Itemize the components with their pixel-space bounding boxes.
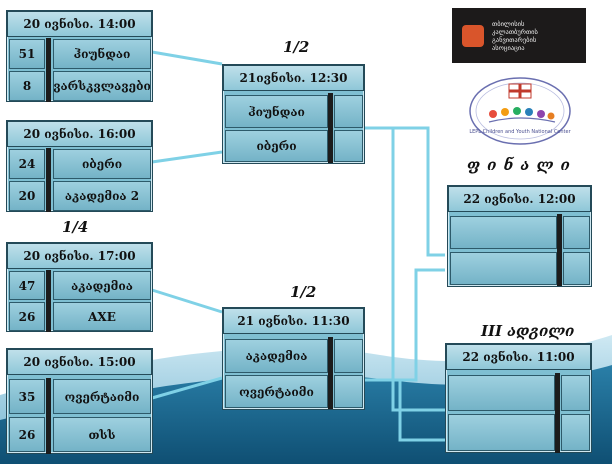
team-score: 26 — [9, 417, 45, 452]
team-score: 20 — [9, 181, 45, 211]
association-logo-text: თბილისის კალათბურთის განვითარების ასოცია… — [492, 19, 538, 52]
round-label-quarter: 1/4 — [62, 218, 89, 236]
column-divider — [46, 148, 51, 212]
team-score: 8 — [9, 71, 45, 101]
team-name: AXE — [53, 302, 151, 331]
team-score — [334, 339, 363, 373]
match-date: 20 ივნისი. 17:00 — [7, 243, 152, 269]
column-divider — [328, 93, 333, 163]
team-score — [334, 375, 363, 408]
children-youth-center-logo: LEPL Children and Youth National Center — [469, 77, 572, 145]
team-name — [448, 375, 555, 411]
match-sf2: 21 ივნისი. 11:30 აკადემია ოვერტაიმი — [222, 307, 365, 410]
team-score — [563, 252, 590, 285]
column-divider — [555, 373, 560, 453]
team-name: ვარსკვლავები — [53, 71, 151, 101]
team-score — [334, 95, 363, 128]
round-label-final: ფ ი ნ ა ლ ი — [467, 156, 571, 174]
association-logo: თბილისის კალათბურთის განვითარების ასოცია… — [452, 8, 586, 63]
match-date: 20 ივნისი. 14:00 — [7, 11, 152, 37]
match-qf1: 20 ივნისი. 14:00 51 ჰიუნდაი 8 ვარსკვლავე… — [6, 10, 153, 102]
team-score: 24 — [9, 149, 45, 179]
team-name — [450, 252, 557, 285]
match-sf1: 21ივნისი. 12:30 ჰიუნდაი იბერი — [222, 64, 365, 164]
team-name: ოვერტაიმი — [53, 379, 151, 414]
column-divider — [46, 270, 51, 332]
team-name: იბერი — [225, 130, 328, 162]
match-date: 22 ივნისი. 12:00 — [448, 186, 591, 212]
match-qf3: 20 ივნისი. 17:00 47 აკადემია 26 AXE — [6, 242, 153, 332]
match-date: 22 ივნისი. 11:00 — [446, 344, 591, 370]
team-score — [561, 414, 590, 451]
team-score — [334, 130, 363, 162]
team-score — [563, 216, 590, 249]
column-divider — [328, 337, 333, 409]
column-divider — [557, 214, 562, 286]
team-name: თსს — [53, 417, 151, 452]
match-date: 20 ივნისი. 16:00 — [7, 121, 152, 147]
match-date: 21ივნისი. 12:30 — [223, 65, 364, 91]
team-score: 47 — [9, 271, 45, 300]
match-third-place: 22 ივნისი. 11:00 — [445, 343, 592, 453]
team-score — [561, 375, 590, 411]
team-name: აკადემია 2 — [53, 181, 151, 211]
team-score: 35 — [9, 379, 45, 414]
team-name — [450, 216, 557, 249]
team-name: ჰიუნდაი — [225, 95, 328, 128]
column-divider — [46, 378, 51, 454]
round-label-semi-bottom: 1/2 — [290, 283, 317, 301]
team-name: ჰიუნდაი — [53, 39, 151, 69]
children-youth-center-text: LEPL Children and Youth National Center — [469, 129, 571, 135]
column-divider — [46, 38, 51, 102]
match-final: 22 ივნისი. 12:00 — [447, 185, 592, 287]
team-name: აკადემია — [225, 339, 328, 373]
match-qf4: 20 ივნისი. 15:00 35 ოვერტაიმი 26 თსს — [6, 348, 153, 454]
bracket-emblem-icon — [462, 24, 484, 47]
match-date: 20 ივნისი. 15:00 — [7, 349, 152, 375]
team-name: იბერი — [53, 149, 151, 179]
round-label-third-place: III ადგილი — [481, 322, 575, 340]
round-label-semi-top: 1/2 — [283, 38, 310, 56]
team-name: ოვერტაიმი — [225, 375, 328, 408]
match-date: 21 ივნისი. 11:30 — [223, 308, 364, 334]
match-qf2: 20 ივნისი. 16:00 24 იბერი 20 აკადემია 2 — [6, 120, 153, 212]
team-name: აკადემია — [53, 271, 151, 300]
team-score: 26 — [9, 302, 45, 331]
team-score: 51 — [9, 39, 45, 69]
team-name — [448, 414, 555, 451]
